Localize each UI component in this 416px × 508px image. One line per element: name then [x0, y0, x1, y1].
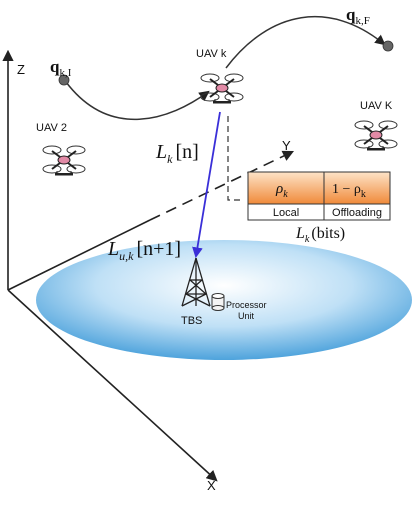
processor-label-line2: Unit [238, 311, 255, 321]
uav-K-drone-icon [354, 120, 398, 152]
task-split-connector [227, 116, 242, 201]
final-waypoint-label: qk,F [346, 5, 370, 27]
local-ratio-symbol: ρk [275, 181, 288, 200]
uav-2-label: UAV 2 [36, 122, 67, 134]
initial-waypoint-marker [58, 74, 70, 86]
offloading-label: Offloading [332, 207, 382, 219]
y-axis-label: Y [282, 138, 291, 153]
uav-k-drone-icon [200, 73, 244, 105]
offloading-link-arrow [192, 111, 221, 259]
tbs-tower-icon [181, 257, 211, 307]
local-label: Local [273, 207, 299, 219]
tbs-label: TBS [181, 315, 202, 327]
offload-ratio-symbol: 1 − ρk [332, 182, 366, 200]
x-axis-line [7, 289, 218, 482]
offload-bits-label: Lk[n] [155, 141, 199, 166]
x-axis-label: X [207, 478, 216, 493]
uav-K-label: UAV K [360, 100, 393, 112]
z-axis-label: Z [17, 62, 25, 77]
initial-waypoint-label: qk,I [50, 57, 72, 79]
offloading-label-cell [323, 203, 391, 221]
y-axis-line-solid [7, 219, 151, 291]
uav-2-drone-icon [42, 145, 86, 177]
uplink-bits-label: Lu,k[n+1] [107, 238, 181, 263]
processor-label-line1: Processor [226, 300, 267, 310]
task-split-table [247, 171, 391, 221]
uav-k-label: UAV k [196, 48, 227, 60]
processor-unit-icon [211, 293, 225, 311]
final-waypoint-marker [382, 40, 394, 52]
task-size-caption: Lk(bits) [295, 225, 345, 245]
trajectory-segment-2 [225, 15, 386, 69]
trajectory-segment-1 [65, 81, 210, 120]
y-axis-line-dashed [149, 150, 295, 221]
coordinate-axes [2, 49, 295, 482]
